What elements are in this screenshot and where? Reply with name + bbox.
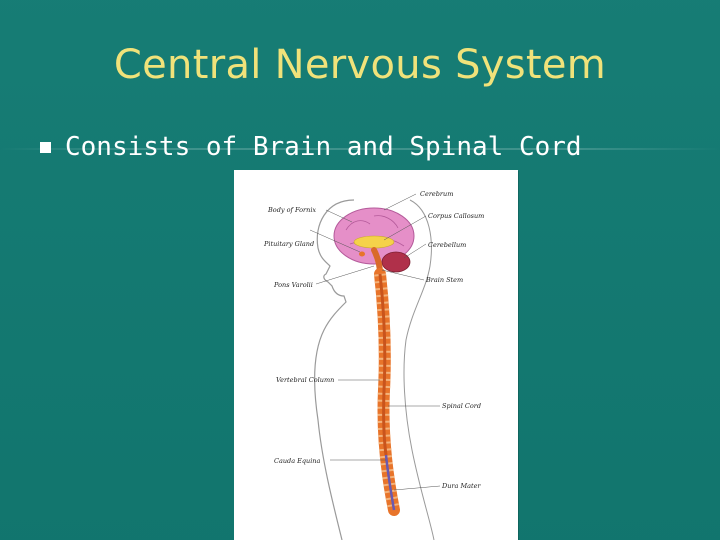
spinal-cord-shape xyxy=(378,273,388,456)
cns-illustration: Body of Fornix Pituitary Gland Pons Varo… xyxy=(263,190,484,540)
label-dura-mater: Dura Mater xyxy=(441,482,481,490)
label-vertebral-column: Vertebral Column xyxy=(276,376,334,384)
label-cerebrum: Cerebrum xyxy=(420,190,453,198)
leader-lines xyxy=(309,193,441,491)
bullet-item: Consists of Brain and Spinal Cord xyxy=(40,132,582,162)
label-brain-stem: Brain Stem xyxy=(425,276,463,284)
label-spinal-cord: Spinal Cord xyxy=(442,402,481,410)
slide-title: Central Nervous System xyxy=(113,42,607,88)
label-cerebellum: Cerebellum xyxy=(428,241,466,249)
square-bullet-icon xyxy=(40,141,51,153)
cauda-equina-shape xyxy=(384,454,396,511)
label-corpus-callosum: Corpus Callosum xyxy=(428,212,484,220)
label-cauda-equina: Cauda Equina xyxy=(274,457,320,465)
label-pons-varolii: Pons Varolii xyxy=(273,281,313,289)
divider-line xyxy=(0,148,720,150)
pituitary-shape xyxy=(359,251,365,257)
cns-diagram: Body of Fornix Pituitary Gland Pons Varo… xyxy=(234,170,518,540)
cerebellum-shape xyxy=(381,251,411,273)
body-outline xyxy=(314,199,355,540)
brain-folds xyxy=(345,215,405,251)
label-pituitary-gland: Pituitary Gland xyxy=(263,240,314,248)
back-outline xyxy=(403,199,435,540)
label-body-of-fornix: Body of Fornix xyxy=(267,206,316,214)
bullet-text: Consists of Brain and Spinal Cord xyxy=(65,132,582,162)
